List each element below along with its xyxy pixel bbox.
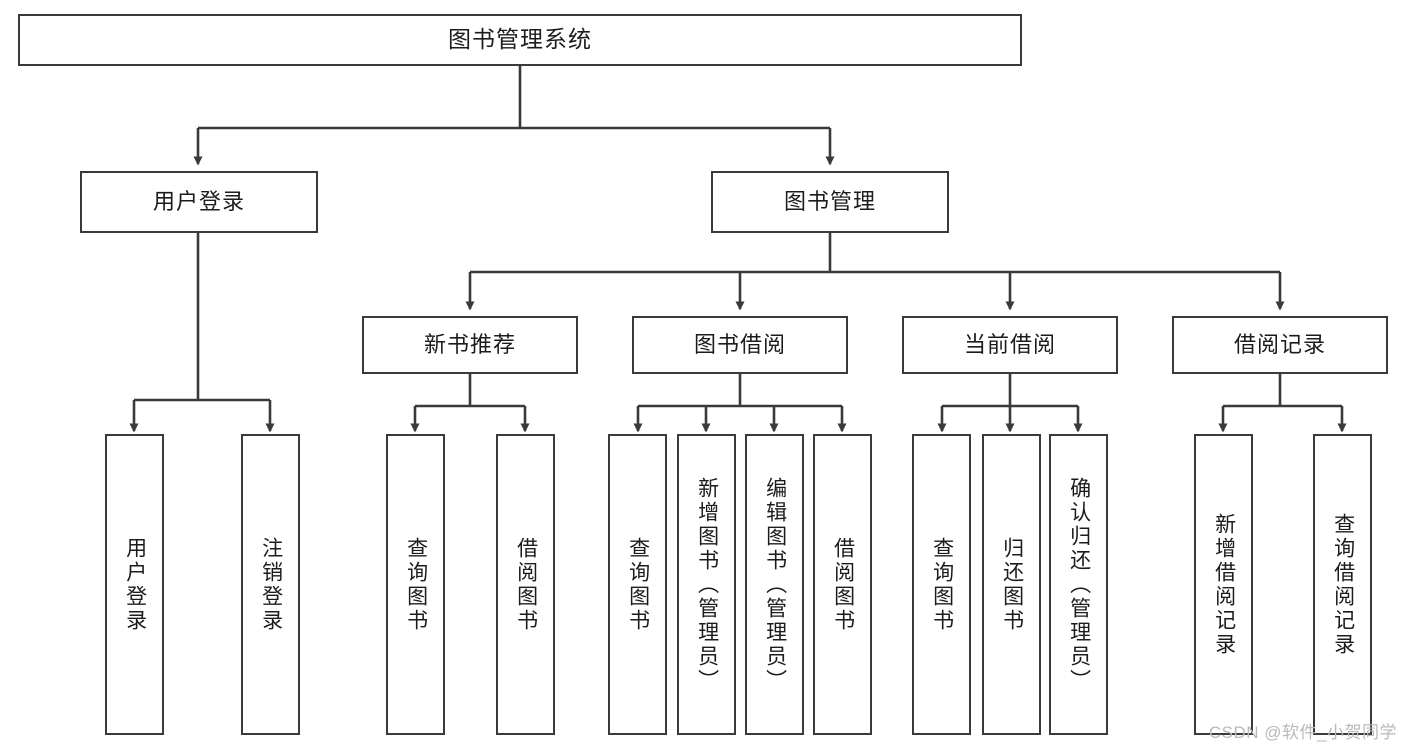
node-label: 新书推荐 [423, 331, 516, 357]
node-label: 查询图书 [404, 536, 428, 633]
node-label: 图书管理 [783, 188, 876, 214]
node-label: 归还图书 [1000, 536, 1024, 633]
node-label: 用户登录 [152, 188, 245, 214]
node-label: 查询图书 [930, 536, 954, 633]
node-label: 注销登录 [259, 536, 283, 633]
leaf-record-query-record[interactable]: 查询借阅记录 [1313, 434, 1372, 735]
node-book-borrow[interactable]: 图书借阅 [632, 316, 848, 374]
node-label: 确认归还（管理员） [1067, 476, 1091, 693]
node-new-book-recommend[interactable]: 新书推荐 [362, 316, 578, 374]
leaf-record-add-record[interactable]: 新增借阅记录 [1194, 434, 1253, 735]
leaf-user-login-signin[interactable]: 用户登录 [105, 434, 164, 735]
node-label: 借阅图书 [514, 536, 538, 633]
leaf-recommend-borrow-book[interactable]: 借阅图书 [496, 434, 555, 735]
node-label: 图书管理系统 [448, 26, 592, 53]
node-label: 新增借阅记录 [1212, 512, 1236, 657]
leaf-current-confirm-return-admin[interactable]: 确认归还（管理员） [1049, 434, 1108, 735]
leaf-recommend-query-book[interactable]: 查询图书 [386, 434, 445, 735]
leaf-borrow-borrow-book[interactable]: 借阅图书 [813, 434, 872, 735]
node-label: 查询借阅记录 [1331, 512, 1355, 657]
node-label: 借阅记录 [1233, 331, 1326, 357]
leaf-borrow-add-book-admin[interactable]: 新增图书（管理员） [677, 434, 736, 735]
node-label: 借阅图书 [831, 536, 855, 633]
leaf-borrow-edit-book-admin[interactable]: 编辑图书（管理员） [745, 434, 804, 735]
node-label: 用户登录 [123, 536, 147, 633]
node-label: 新增图书（管理员） [695, 476, 719, 693]
node-label: 当前借阅 [963, 331, 1056, 357]
leaf-current-query-book[interactable]: 查询图书 [912, 434, 971, 735]
leaf-user-login-signout[interactable]: 注销登录 [241, 434, 300, 735]
node-root-system[interactable]: 图书管理系统 [18, 14, 1022, 66]
leaf-borrow-query-book[interactable]: 查询图书 [608, 434, 667, 735]
node-label: 图书借阅 [693, 331, 786, 357]
node-user-login[interactable]: 用户登录 [80, 171, 318, 233]
node-label: 查询图书 [626, 536, 650, 633]
node-current-borrow[interactable]: 当前借阅 [902, 316, 1118, 374]
node-book-management[interactable]: 图书管理 [711, 171, 949, 233]
leaf-current-return-book[interactable]: 归还图书 [982, 434, 1041, 735]
node-borrow-record[interactable]: 借阅记录 [1172, 316, 1388, 374]
node-label: 编辑图书（管理员） [763, 476, 787, 693]
